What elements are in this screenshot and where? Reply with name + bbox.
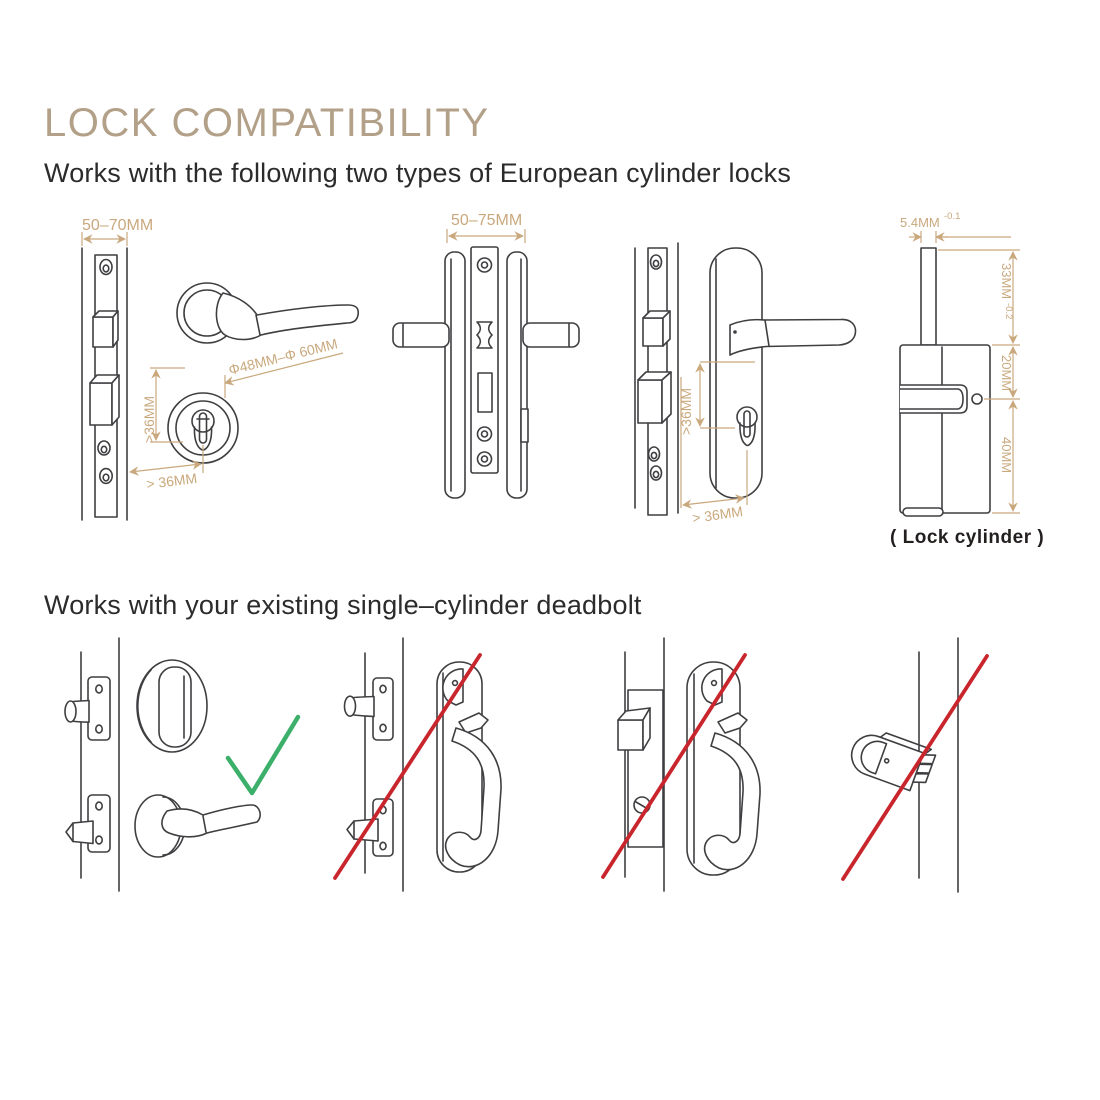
figure-rim-latch	[825, 625, 1060, 940]
dim-label-rose-diameter: Φ48MM–Φ 60MM	[227, 335, 339, 378]
check-icon	[225, 714, 301, 796]
dim-label-lower-body: 40MM	[999, 437, 1014, 473]
dim-label-backset: > 36MM	[691, 503, 744, 526]
figure-mortise-rose-lever-lock: 50–70MM >36MM Φ48MM–Φ 60MM > 36MM	[55, 205, 375, 555]
section1-heading: Works with the following two types of Eu…	[44, 158, 792, 189]
figure-sliding-hook-handle-b	[595, 625, 810, 940]
rim-latch-body	[850, 732, 937, 792]
lock-cylinder-caption: ( Lock cylinder )	[890, 527, 1044, 548]
dim-label-center-distance: >36MM	[678, 388, 694, 435]
dim-label-cam-width-tol: -0.1	[944, 211, 960, 222]
figure-plate-handle-lock: >36MM > 36MM	[625, 205, 875, 555]
cross-icon	[841, 654, 989, 881]
figure-lock-cylinder: 5.4MM -0.1 33MM -0.2 20MM 40MM ( Lock cy…	[880, 205, 1085, 560]
figure-sliding-hook-handle-a	[330, 625, 545, 940]
dim-label-center-distance: >36MM	[141, 396, 157, 443]
section2-heading: Works with your existing single–cylinder…	[44, 590, 642, 621]
cross-icon	[333, 653, 482, 880]
dim-label-stem-length-tol: -0.2	[1003, 303, 1014, 319]
page-title: LOCK COMPATIBILITY	[44, 100, 490, 145]
dim-label-backset: > 36MM	[145, 470, 198, 492]
figure-deadbolt-thumbturn-lever	[55, 625, 315, 940]
dim-label-cam-width: 5.4MM	[900, 215, 940, 230]
dim-label-case-width: 50–75MM	[451, 212, 522, 229]
cross-icon	[601, 653, 747, 879]
dim-label-faceplate-width: 50–70MM	[82, 217, 153, 234]
figure-mortise-lock-side-view: 50–75MM	[385, 205, 635, 555]
dim-label-stem-length: 33MM	[999, 263, 1014, 299]
dim-label-upper-body: 20MM	[999, 355, 1014, 391]
